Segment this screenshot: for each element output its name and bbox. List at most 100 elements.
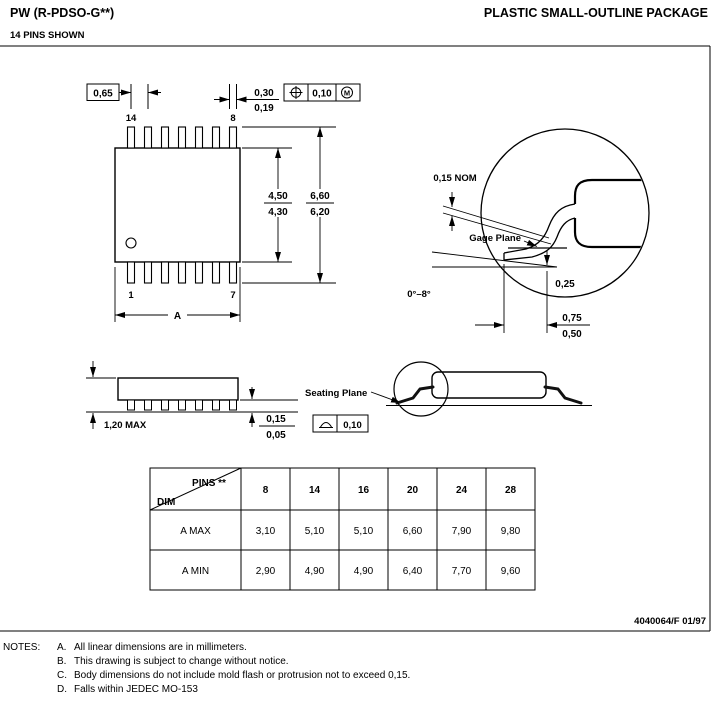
foot-length-min: 0,50 [562, 329, 582, 340]
table-col-header: 20 [407, 485, 419, 496]
pitch-value: 0,65 [93, 89, 113, 100]
right-gullwing-lead [543, 385, 583, 405]
table-col-header: 8 [263, 485, 269, 496]
note-letter: B. [57, 656, 67, 667]
material-condition-letter: M [344, 89, 350, 98]
table-corner-pins-label: PINS ** [192, 478, 226, 489]
true-position-value: 0,10 [312, 89, 332, 100]
lead-detail-view: 0,15 NOM Gage Plane 0°–8° 0,25 0,75 0,50 [407, 128, 650, 340]
table-col-header: 24 [456, 485, 468, 496]
lead-span-min: 6,20 [310, 207, 330, 218]
notes-title: NOTES: [3, 642, 41, 653]
note-d: D. Falls within JEDEC MO-153 [0, 683, 717, 697]
pins-shown-label: 14 PINS SHOWN [10, 30, 85, 41]
detail-body-section [503, 178, 648, 261]
table-cell: 3,10 [256, 526, 276, 537]
foot-length-max: 0,75 [562, 313, 582, 324]
package-body-seated [431, 371, 547, 399]
table-cell: 6,40 [403, 566, 423, 577]
standoff-min: 0,05 [266, 430, 286, 441]
note-letter: A. [57, 642, 67, 653]
pin-number-8: 8 [230, 113, 235, 124]
foot-length-dimension [475, 264, 590, 333]
dimension-table: PINS ** DIM 8 14 16 20 24 28 A MAX 3,10 … [149, 467, 536, 591]
seated-side-view: Seating Plane 0,10 [305, 361, 592, 433]
detail-lead [503, 203, 576, 254]
height-value: 1,20 MAX [104, 420, 147, 431]
table-cell: 9,60 [501, 566, 521, 577]
lead-width-min: 0,19 [254, 103, 274, 114]
table-cell: 7,90 [452, 526, 472, 537]
detail-circle [480, 128, 650, 298]
table-corner-dim-label: DIM [157, 497, 175, 508]
table-grid [149, 467, 536, 591]
bottom-leads [126, 261, 238, 284]
package-code-title: PW (R-PDSO-G**) [10, 6, 115, 20]
width-dimensions [242, 126, 336, 284]
note-text: Falls within JEDEC MO-153 [74, 684, 198, 695]
table-row-a-max: A MAX 3,10 5,10 5,10 6,60 7,90 9,80 [180, 526, 520, 537]
standoff-dimension [240, 387, 298, 427]
length-dimension-a [114, 267, 241, 322]
pitch-dimension [86, 83, 161, 109]
note-letter: C. [57, 670, 67, 681]
seating-plane-symbol-icon [319, 421, 333, 428]
note-a: A. All linear dimensions are in millimete… [0, 641, 717, 655]
pin-number-1: 1 [128, 290, 134, 301]
top-view: 14 8 1 7 0,65 0,30 0,19 [86, 83, 361, 322]
seating-plane-leader [370, 391, 402, 404]
height-dimension [86, 361, 116, 429]
position-tolerance-icon [289, 86, 303, 99]
drawing-frame [0, 45, 711, 632]
top-leads [126, 126, 238, 149]
note-c: C. Body dimensions do not include mold fl… [0, 669, 717, 683]
table-col-header: 16 [358, 485, 370, 496]
note-letter: D. [57, 684, 67, 695]
gage-plane-label: Gage Plane [469, 233, 521, 244]
pin-number-14: 14 [126, 113, 137, 124]
table-cell: 4,90 [305, 566, 325, 577]
foot-angle-value: 0°–8° [407, 289, 431, 300]
table-cell: 2,90 [256, 566, 276, 577]
gage-offset-value: 0,25 [555, 279, 575, 290]
foot-angle-lines [431, 251, 558, 268]
note-b: B.This drawing is subject to change with… [0, 655, 717, 669]
table-corner-diagonal [149, 467, 242, 511]
note-text: All linear dimensions are in millimeters… [74, 642, 247, 653]
flatness-value: 0,10 [343, 420, 362, 431]
lead-width-dimension [214, 84, 279, 109]
flatness-frame [312, 414, 369, 433]
gage-plane-leader [523, 239, 538, 247]
package-body-top-view [114, 147, 241, 263]
lead-span-max: 6,60 [310, 191, 330, 202]
package-body-side-view [117, 377, 239, 401]
table-row-a-min: A MIN 2,90 4,90 4,90 6,40 7,70 9,60 [182, 566, 521, 577]
body-width-max: 4,50 [268, 191, 288, 202]
lead-width-max: 0,30 [254, 88, 274, 99]
lead-thickness-dimension [442, 192, 552, 245]
side-view: 1,20 MAX 0,15 0,05 [86, 361, 298, 441]
table-row-label: A MAX [180, 526, 211, 537]
seating-plane-label: Seating Plane [305, 388, 367, 399]
material-condition-icon [341, 86, 353, 99]
length-dim-letter: A [174, 311, 181, 322]
note-text: Body dimensions do not include mold flas… [74, 670, 411, 681]
side-view-leads [127, 399, 237, 411]
table-cell: 5,10 [354, 526, 374, 537]
pin1-index-icon [125, 237, 137, 249]
detail-reference-circle [393, 361, 449, 417]
notes-section: NOTES: A. All linear dimensions are in mi… [0, 641, 717, 697]
package-mechanical-drawing: 14 8 1 7 0,65 0,30 0,19 [0, 45, 711, 632]
pin-number-7: 7 [230, 290, 235, 301]
table-cell: 9,80 [501, 526, 521, 537]
body-width-min: 4,30 [268, 207, 288, 218]
table-row-label: A MIN [182, 566, 209, 577]
true-position-frame [283, 83, 361, 102]
table-cell: 5,10 [305, 526, 325, 537]
standoff-max: 0,15 [266, 414, 286, 425]
table-cell: 7,70 [452, 566, 472, 577]
table-col-header: 28 [505, 485, 517, 496]
table-column-headers: 8 14 16 20 24 28 [263, 485, 517, 496]
document-number: 4040064/F 01/97 [634, 616, 706, 627]
